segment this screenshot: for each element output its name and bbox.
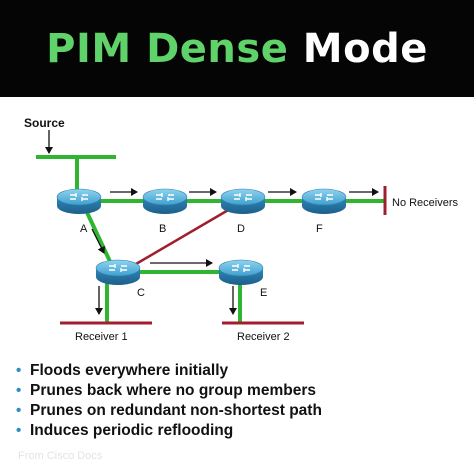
bullet-item: • Floods everywhere initially [16,361,322,381]
bullet-item: • Induces periodic reflooding [16,421,322,441]
bullet-text: Prunes on redundant non-shortest path [30,402,322,419]
router-b-label: B [159,223,166,235]
router-c-label: C [137,287,145,299]
bullet-item: • Prunes back where no group members [16,381,322,401]
router-f-icon [301,188,347,215]
router-d-label: D [237,223,245,235]
router-a-label: A [80,223,88,235]
link-d-c-pruned [135,207,231,266]
source-label: Source [24,116,65,130]
router-b-icon [142,188,188,215]
bullet-text: Prunes back where no group members [30,382,316,399]
router-a-icon [56,188,102,215]
bullet-dot-icon: • [16,382,22,399]
router-f-label: F [316,223,323,235]
bullet-item: • Prunes on redundant non-shortest path [16,401,322,421]
bullet-list: • Floods everywhere initially • Prunes bac… [16,361,322,441]
receiver2-label: Receiver 2 [237,331,290,343]
title-rest: Mode [302,25,428,72]
router-d-icon [220,188,266,215]
link-a-c [82,205,116,271]
bullet-text: Floods everywhere initially [30,362,229,379]
no-receivers-label: No Receivers [392,197,459,209]
receiver1-label: Receiver 1 [75,331,128,343]
bullet-dot-icon: • [16,362,22,379]
router-e-icon [218,259,264,286]
title-banner: PIM Dense Mode [0,0,474,97]
bullet-text: Induces periodic reflooding [30,422,234,439]
router-c-icon [95,259,141,286]
bullet-dot-icon: • [16,422,22,439]
source-credit: From Cisco Docs [18,450,103,462]
page-title: PIM Dense Mode [46,26,428,72]
router-e-label: E [260,287,267,299]
bullet-dot-icon: • [16,402,22,419]
pim-dense-diagram: Source A B D F C E No Receivers Receiver… [24,116,459,343]
flow-arrow-a-c [91,228,105,254]
title-accent: PIM Dense [46,25,289,72]
